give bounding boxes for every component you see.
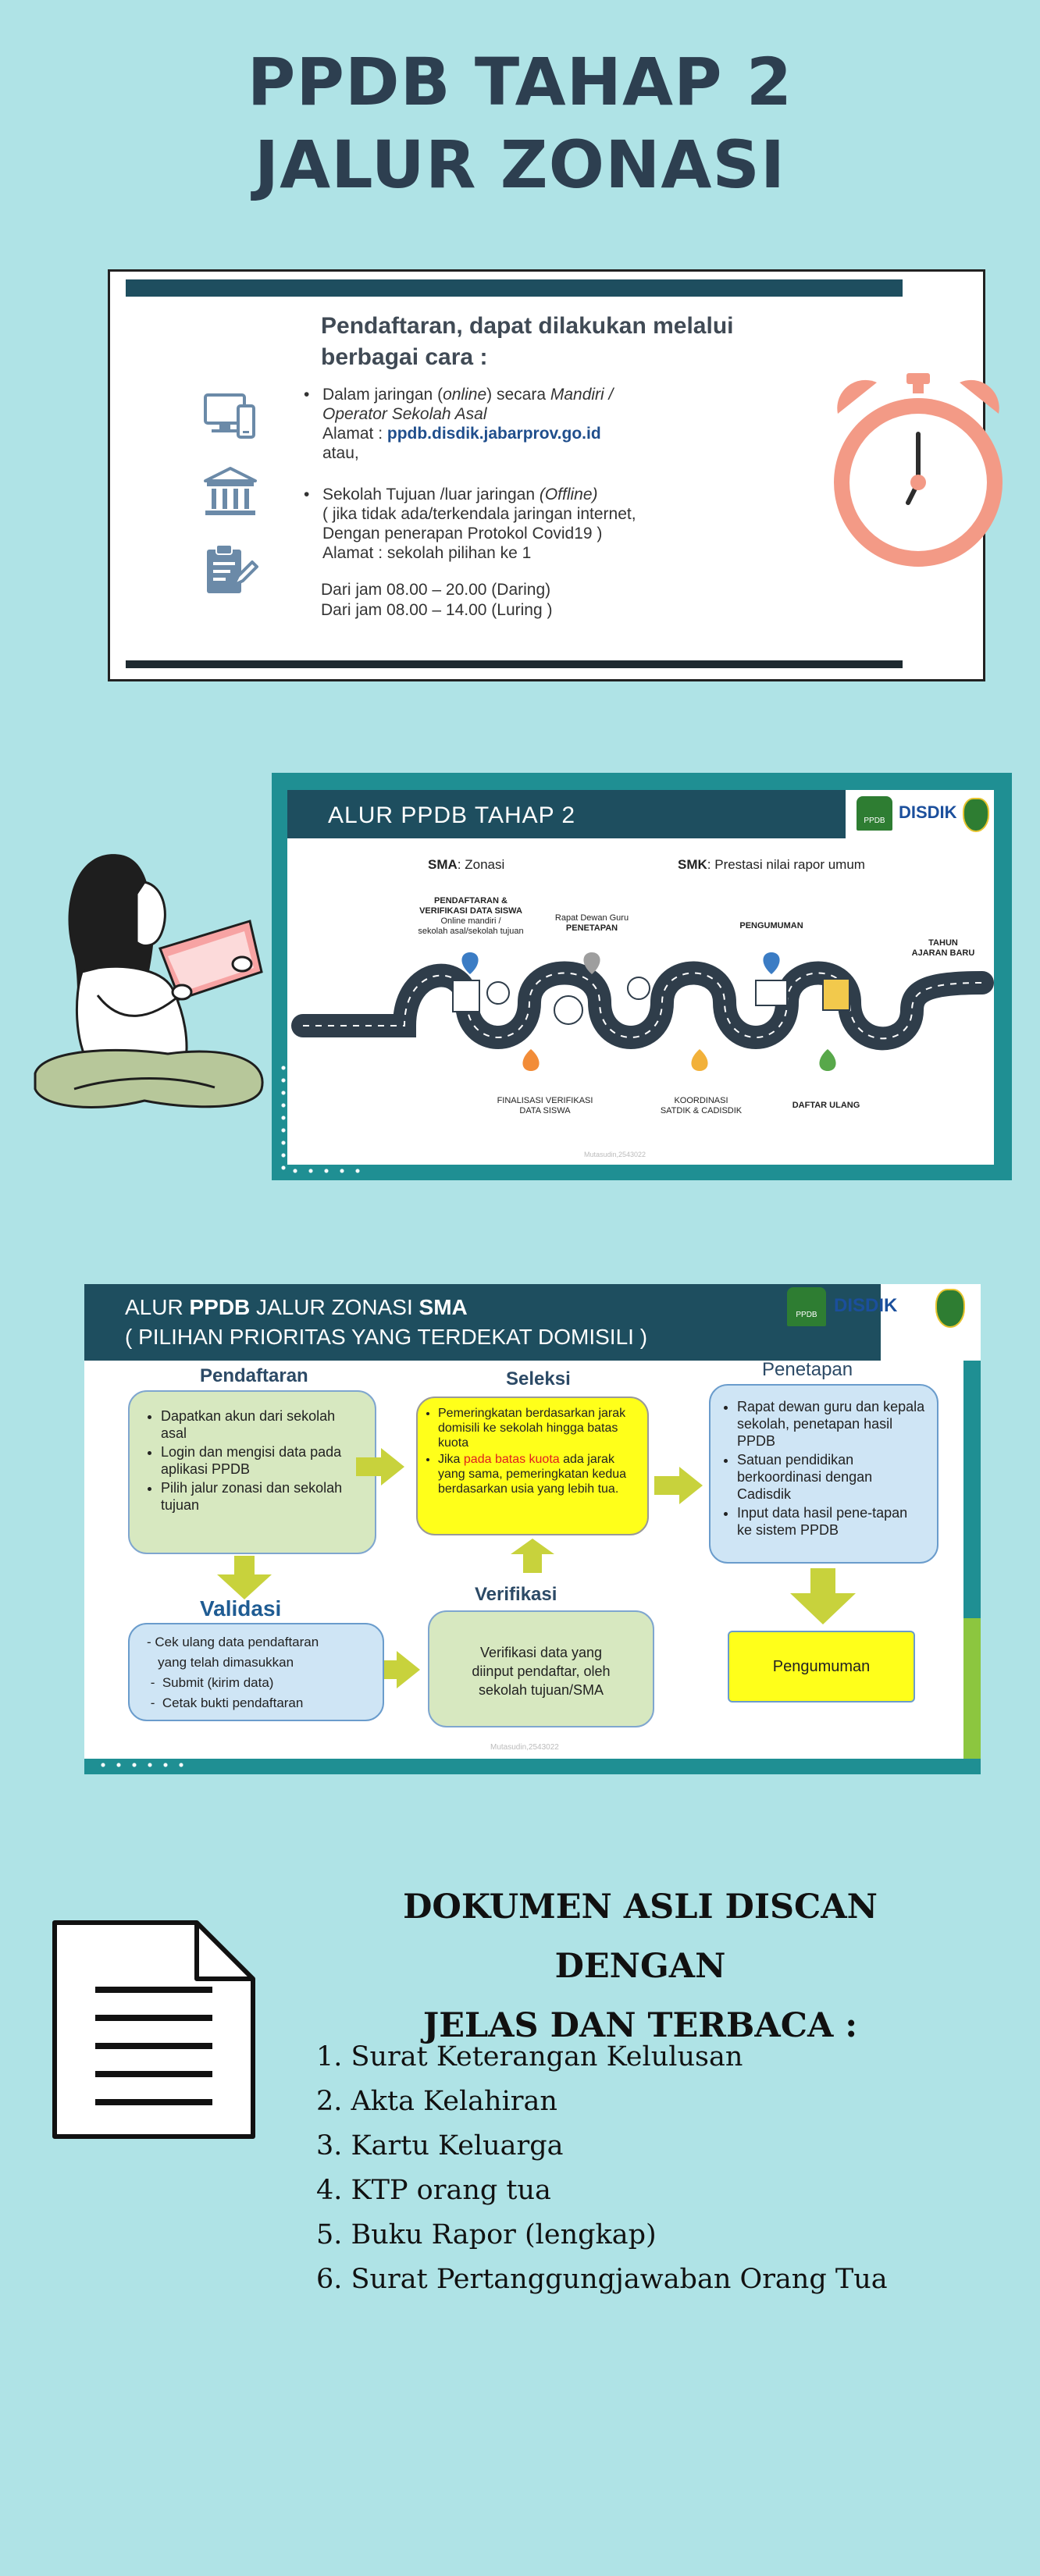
bank-icon bbox=[204, 467, 257, 515]
sma-label: SMA: Zonasi bbox=[428, 857, 505, 872]
registration-url-link[interactable]: ppdb.disdik.jabarprov.go.id bbox=[386, 425, 601, 443]
zonasi-slide-content: ALUR PPDB JALUR ZONASI SMA ( PILIHAN PRI… bbox=[84, 1284, 981, 1759]
smk-label: SMK: Prestasi nilai rapor umum bbox=[678, 857, 865, 872]
girl-reading-illustration bbox=[34, 854, 264, 1108]
panel-penetapan: Rapat dewan guru dan kepala sekolah, pen… bbox=[709, 1384, 938, 1564]
arrow-down-icon bbox=[217, 1556, 272, 1599]
flow-road bbox=[291, 952, 994, 1071]
decor-dots-horizontal bbox=[287, 1168, 365, 1174]
card-top-bar bbox=[126, 279, 903, 297]
panel-validasi: - Cek ulang data pendaftaran yang telah … bbox=[128, 1623, 384, 1721]
list-item: - Cetak bukti pendaftaran bbox=[147, 1695, 304, 1710]
registration-heading: Pendaftaran, dapat dilakukan melalui ber… bbox=[321, 311, 758, 373]
hours-offline: Dari jam 08.00 – 14.00 (Luring ) bbox=[321, 601, 553, 619]
step-daftar-ulang: DAFTAR ULANG bbox=[792, 1101, 860, 1110]
decor-dots-vertical bbox=[281, 1062, 286, 1171]
decor-edge-teal bbox=[963, 1361, 981, 1618]
disdik-logo: DISDIK bbox=[899, 802, 957, 822]
province-emblem-icon bbox=[963, 798, 989, 832]
pendaftaran-list: Dapatkan akun dari sekolah asal Login da… bbox=[134, 1407, 364, 1514]
option-offline: Sekolah Tujuan /luar jaringan (Offline) … bbox=[297, 485, 735, 563]
zonasi-header-line2: ( PILIHAN PRIORITAS YANG TERDEKAT DOMISI… bbox=[125, 1325, 648, 1349]
list-item: 4. KTP orang tua bbox=[316, 2175, 551, 2206]
flow-header: ALUR PPDB TAHAP 2 PPDB DISDIK bbox=[287, 790, 994, 838]
ppdb-logo: PPDB bbox=[787, 1287, 826, 1326]
list-item: - Submit (kirim data) bbox=[147, 1675, 274, 1690]
list-item: Jika pada batas kuota ada jarak yang sam… bbox=[438, 1452, 639, 1496]
page-title-line1: PPDB TAHAP 2 bbox=[247, 44, 793, 120]
step-penetapan: Rapat Dewan Guru PENETAPAN bbox=[554, 913, 629, 933]
list-item: Input data hasil pene-tapan ke sistem PP… bbox=[737, 1504, 926, 1539]
list-item: Rapat dewan guru dan kepala sekolah, pen… bbox=[737, 1398, 926, 1450]
flow-body: SMA: Zonasi SMK: Prestasi nilai rapor um… bbox=[287, 838, 994, 1165]
hours-online: Dari jam 08.00 – 20.00 (Daring) bbox=[321, 581, 551, 599]
zonasi-header-line1: ALUR PPDB JALUR ZONASI SMA bbox=[125, 1295, 468, 1319]
list-item: Pilih jalur zonasi dan sekolah tujuan bbox=[161, 1479, 364, 1514]
option-online: Dalam jaringan (online) secara Mandiri /… bbox=[297, 385, 735, 463]
flow-slide-content: ALUR PPDB TAHAP 2 PPDB DISDIK SMA: Zonas… bbox=[287, 790, 994, 1165]
seleksi-list: Pemeringkatan berdasarkan jarak domisili… bbox=[418, 1406, 639, 1496]
section-verifikasi-title: Verifikasi bbox=[475, 1584, 557, 1605]
page-title: PPDB TAHAP 2 JALUR ZONASI bbox=[0, 41, 1040, 206]
section-penetapan-title: Penetapan bbox=[762, 1359, 853, 1380]
flow-footer: Mutasudin,2543022 bbox=[584, 1151, 646, 1158]
arrow-right-icon bbox=[356, 1448, 404, 1485]
province-emblem-icon bbox=[935, 1289, 965, 1328]
list-item: Login dan mengisi data pada aplikasi PPD… bbox=[161, 1443, 364, 1478]
arrow-right-icon bbox=[372, 1651, 420, 1688]
penetapan-list: Rapat dewan guru dan kepala sekolah, pen… bbox=[711, 1398, 926, 1539]
step-koordinasi: KOORDINASI SATDIK & CADISDIK bbox=[660, 1096, 743, 1115]
panel-pengumuman: Pengumuman bbox=[728, 1631, 915, 1703]
list-item: Dapatkan akun dari sekolah asal bbox=[161, 1407, 364, 1442]
document-edit-icon bbox=[207, 544, 258, 593]
step-finalisasi: FINALISASI VERIFIKASI DATA SISWA bbox=[497, 1096, 593, 1115]
list-item: - Cek ulang data pendaftaran bbox=[147, 1635, 319, 1649]
zonasi-footer: Mutasudin,2543022 bbox=[490, 1743, 559, 1752]
list-item: 3. Kartu Keluarga bbox=[316, 2130, 564, 2161]
step-pendaftaran: PENDAFTARAN & VERIFIKASI DATA SISWA Onli… bbox=[418, 896, 524, 936]
list-item: Pemeringkatan berdasarkan jarak domisili… bbox=[438, 1406, 639, 1450]
disdik-logo: DISDIK bbox=[834, 1295, 898, 1316]
section-seleksi-title: Seleksi bbox=[506, 1368, 571, 1389]
section-pendaftaran-title: Pendaftaran bbox=[200, 1365, 308, 1386]
registration-hours: Dari jam 08.00 – 20.00 (Daring) Dari jam… bbox=[321, 580, 553, 621]
step-pengumuman: PENGUMUMAN bbox=[739, 921, 803, 930]
computer-icon bbox=[204, 393, 255, 439]
decor-dots-horizontal bbox=[95, 1762, 189, 1768]
list-item: 1. Surat Keterangan Kelulusan bbox=[316, 2041, 743, 2073]
zonasi-logos: PPDB DISDIK bbox=[787, 1284, 981, 1361]
list-item: 5. Buku Rapor (lengkap) bbox=[316, 2219, 657, 2250]
documents-title: DOKUMEN ASLI DISCAN DENGAN JELAS DAN TER… bbox=[403, 1888, 878, 2045]
registration-card: Pendaftaran, dapat dilakukan melalui ber… bbox=[108, 269, 1003, 681]
section-validasi-title: Validasi bbox=[200, 1596, 282, 1621]
panel-verifikasi: Verifikasi data yang diinput pendaftar, … bbox=[428, 1610, 654, 1727]
list-item: yang telah dimasukkan bbox=[147, 1655, 294, 1670]
arrow-up-icon bbox=[511, 1539, 554, 1573]
registration-options: Dalam jaringan (online) secara Mandiri /… bbox=[297, 385, 735, 563]
document-icon bbox=[52, 1920, 255, 2139]
documents-list: 1. Surat Keterangan Kelulusan 2. Akta Ke… bbox=[316, 2035, 1019, 2302]
arrow-down-icon bbox=[790, 1568, 856, 1624]
list-item: 6. Surat Pertanggungjawaban Orang Tua bbox=[316, 2264, 888, 2295]
flow-logos: PPDB DISDIK bbox=[846, 790, 994, 838]
list-item: Satuan pendidikan berkoordinasi dengan C… bbox=[737, 1451, 926, 1503]
arrow-right-icon bbox=[654, 1467, 703, 1504]
panel-seleksi: Pemeringkatan berdasarkan jarak domisili… bbox=[416, 1397, 649, 1535]
zonasi-header: ALUR PPDB JALUR ZONASI SMA ( PILIHAN PRI… bbox=[84, 1284, 881, 1361]
flow-header-title: ALUR PPDB TAHAP 2 bbox=[328, 802, 576, 828]
flow-slide: ALUR PPDB TAHAP 2 PPDB DISDIK SMA: Zonas… bbox=[272, 773, 1012, 1180]
panel-pendaftaran: Dapatkan akun dari sekolah asal Login da… bbox=[128, 1390, 376, 1554]
alarm-clock-icon bbox=[834, 373, 1003, 567]
page-title-line2: JALUR ZONASI bbox=[254, 126, 786, 203]
decor-edge-green bbox=[963, 1618, 981, 1759]
registration-heading-line1: Pendaftaran, dapat dilakukan melalui bbox=[321, 313, 734, 339]
ppdb-logo: PPDB bbox=[857, 796, 892, 831]
step-tahun-ajaran-baru: TAHUN AJARAN BARU bbox=[911, 938, 975, 958]
list-item: 2. Akta Kelahiran bbox=[316, 2086, 557, 2117]
card-bottom-bar bbox=[126, 660, 903, 668]
registration-heading-line2: berbagai cara : bbox=[321, 344, 488, 370]
zonasi-slide: ALUR PPDB JALUR ZONASI SMA ( PILIHAN PRI… bbox=[84, 1284, 981, 1774]
